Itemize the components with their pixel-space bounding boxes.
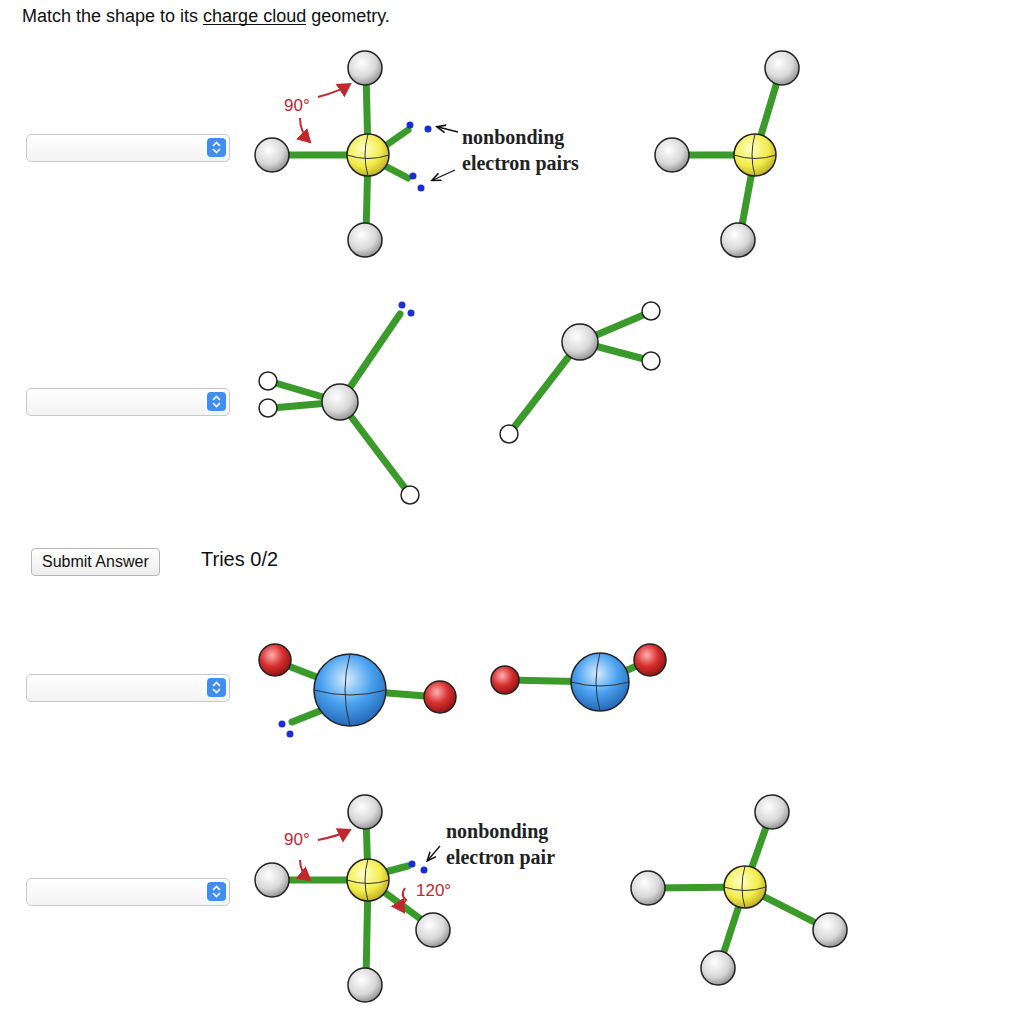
dropdown-icon — [207, 392, 226, 411]
angle-label: 120° — [416, 881, 451, 901]
dropdown-select — [26, 134, 230, 162]
dropdown-select — [26, 878, 230, 906]
callout-label: nonbonding electron pairs — [462, 124, 622, 176]
callout-label: nonbonding electron pair — [446, 818, 596, 870]
button-label: Submit Answer — [42, 553, 149, 570]
chevron-icon — [207, 138, 226, 157]
text-underline — [203, 24, 306, 25]
chevron-icon — [207, 392, 226, 411]
dropdown-select — [26, 388, 230, 416]
chevron-icon — [207, 678, 226, 697]
dropdown-icon — [207, 138, 226, 157]
dropdown-icon — [207, 678, 226, 697]
angle-label: 90° — [284, 830, 310, 850]
dropdown-select — [26, 674, 230, 702]
submit-button: Submit Answer — [31, 548, 160, 576]
angle-label: 90° — [284, 96, 310, 116]
chevron-icon — [207, 882, 226, 901]
dropdown-icon — [207, 882, 226, 901]
tries-counter: Tries 0/2 — [201, 548, 278, 571]
